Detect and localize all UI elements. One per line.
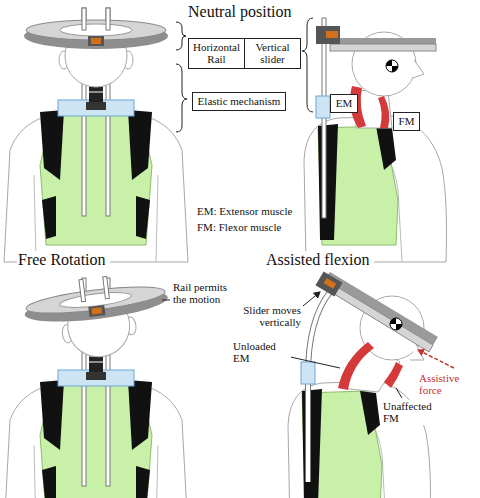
brackets [176,18,313,132]
drawing-path [308,292,330,482]
drawing-path [162,300,170,301]
drawing-path [378,96,389,128]
head-rail-rotated [21,269,174,365]
assistive-force-arrow [418,350,454,368]
part-name: EM [335,97,353,109]
drawing-path [338,342,374,390]
drawing-path [413,60,424,78]
side-view-neutral [304,18,447,262]
legend-note: EM: Extensor muscle [196,205,297,217]
part-name: Vertical slider [249,41,296,65]
annotation: Slider moves vertically [213,304,302,329]
annotation: Unaffected FM [382,400,447,425]
drawing-rect [324,278,337,289]
drawing-path [302,18,313,112]
head-rail [24,8,168,87]
torso-back [4,8,188,262]
drawing-path [384,362,403,388]
panel-title: Neutral position [187,3,296,21]
annotation: Unloaded EM [232,340,291,365]
drawing-path [176,22,186,50]
drawing-use [386,60,398,72]
annotation: Rail permits the motion [172,281,241,306]
muscle-box: EM [330,94,358,113]
drawing-path [396,388,402,398]
drawing-path [308,292,330,482]
drawing-rect [326,31,338,38]
annotation: Assistive force [418,372,479,397]
panel-title: Free Rotation [17,251,110,269]
drawing-path [286,356,340,368]
drawing-rect [330,44,436,51]
part-box: Vertical slider [244,38,301,69]
leader-lines [162,292,402,398]
side-view-flexion [288,271,438,498]
drawing-use [390,318,402,330]
drawing-path [176,64,187,132]
panel-title: Assisted flexion [265,251,374,269]
part-name: Elastic mechanism [197,95,281,107]
drawing-rect [301,362,315,384]
part-name: Horizontal Rail [193,41,240,65]
drawing-rect [330,38,436,44]
drawing-rect [316,96,330,118]
part-box: Elastic mechanism [192,92,286,111]
muscle-box: FM [393,112,420,131]
legend-note: FM: Flexor muscle [196,221,286,233]
part-box: Horizontal Rail [188,38,245,69]
drawing-rect [316,26,340,44]
drawing-path [303,292,320,306]
part-name: FM [398,115,415,127]
